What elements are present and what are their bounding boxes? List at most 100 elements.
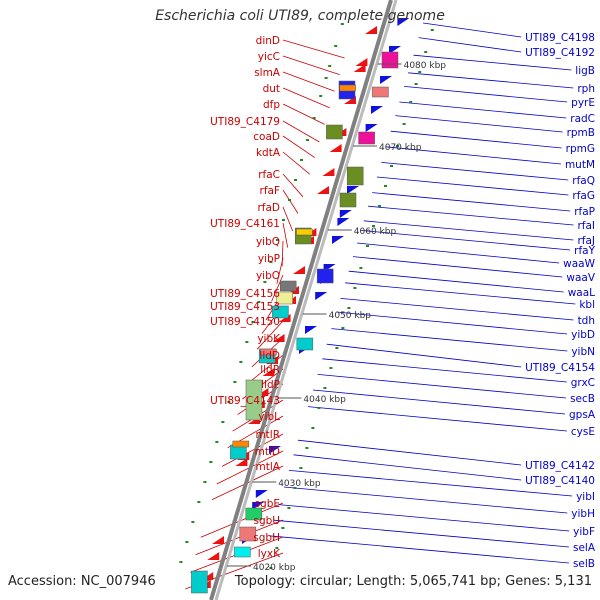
right-leader-line xyxy=(376,176,569,196)
left-leader-line xyxy=(276,257,284,284)
right-gene-label: UTI89_C4140 xyxy=(525,475,595,487)
map-title: Escherichia coli UTI89, complete genome xyxy=(155,8,445,24)
left-gene-label: yicC xyxy=(258,51,280,63)
topology-label: Topology: circular; Length: 5,065,741 bp… xyxy=(234,574,592,589)
right-leader-line xyxy=(273,519,570,548)
accession-label: Accession: NC_007946 xyxy=(8,574,156,589)
forward-gene-arrow xyxy=(329,144,342,152)
gene-feature-box xyxy=(260,348,277,356)
left-gene-label: lldR xyxy=(260,364,280,376)
right-leader-line xyxy=(418,37,522,53)
reverse-gene-arrow xyxy=(255,490,268,498)
left-leader-line xyxy=(271,274,284,302)
right-gene-label: mutM xyxy=(565,159,595,171)
right-leader-line xyxy=(395,115,563,133)
left-gene-label: UTI89_C4150 xyxy=(210,316,280,328)
forward-gene-arrow xyxy=(317,186,329,194)
left-gene-label: yibQ xyxy=(256,236,280,248)
left-gene-label: dut xyxy=(263,83,280,95)
left-gene-label: yibK xyxy=(257,333,281,345)
right-gene-label: UTI89_C4154 xyxy=(525,362,595,374)
right-gene-label: rfaP xyxy=(574,206,595,218)
right-gene-label: yibI xyxy=(576,491,595,503)
forward-gene-arrow xyxy=(207,552,220,560)
right-gene-label: radC xyxy=(570,113,595,125)
forward-gene-arrow xyxy=(212,536,224,544)
gene-feature-box xyxy=(381,51,399,69)
right-leader-line xyxy=(269,535,569,564)
right-gene-label: yibD xyxy=(571,329,595,341)
left-gene-label: lldP xyxy=(261,379,280,391)
reverse-gene-arrow xyxy=(397,18,410,26)
left-leader-line xyxy=(282,87,330,109)
right-gene-label: rpmB xyxy=(567,127,595,139)
gene-feature-box xyxy=(296,337,314,351)
right-leader-line xyxy=(345,282,576,305)
right-leader-line xyxy=(326,343,522,368)
reverse-gene-arrow xyxy=(337,218,350,226)
left-gene-label: UTI89_C4143 xyxy=(210,395,280,407)
right-leader-line xyxy=(317,374,567,399)
right-leader-line xyxy=(423,22,522,38)
left-leader-line xyxy=(282,222,289,248)
right-leader-line xyxy=(331,328,568,352)
right-gene-label: rpmG xyxy=(566,143,595,155)
left-gene-label: sgbH xyxy=(253,532,280,544)
right-gene-label: waaL xyxy=(568,287,595,299)
forward-gene-arrow xyxy=(262,368,275,376)
left-gene-label: coaD xyxy=(253,131,280,143)
right-leader-line xyxy=(399,101,567,119)
left-gene-label: UTI89_C4179 xyxy=(210,116,280,128)
left-gene-label: rfaD xyxy=(257,202,280,214)
right-gene-label: ligB xyxy=(575,65,595,77)
right-gene-label: rfaI xyxy=(577,220,595,232)
left-leader-line xyxy=(195,519,284,556)
gene-feature-box xyxy=(358,131,375,145)
right-leader-line xyxy=(390,130,562,149)
reverse-gene-arrow xyxy=(315,292,328,300)
forward-gene-arrow xyxy=(322,168,335,176)
genome-backbone xyxy=(209,0,398,600)
left-gene-label: lyxK xyxy=(258,548,281,560)
gene-feature-box xyxy=(234,546,251,558)
right-leader-line xyxy=(312,389,566,415)
right-gene-label: kbl xyxy=(579,299,595,311)
right-leader-line xyxy=(297,439,522,466)
left-leader-line xyxy=(200,502,284,538)
right-gene-label: rfaQ xyxy=(572,175,595,187)
right-gene-label: selB xyxy=(573,558,595,570)
right-leader-line xyxy=(368,205,574,226)
reverse-gene-arrow xyxy=(371,106,383,114)
scale-label: 4040 kbp xyxy=(303,395,346,405)
gene-feature-box xyxy=(272,305,289,319)
forward-gene-arrow xyxy=(272,334,285,342)
reverse-gene-arrow xyxy=(332,236,344,244)
right-leader-line xyxy=(363,220,574,241)
scale-label: 4020 kbp xyxy=(253,563,296,573)
left-gene-label: dfp xyxy=(263,99,280,111)
right-gene-label: rfaY xyxy=(574,245,595,257)
left-gene-label: sgbU xyxy=(254,515,281,527)
right-gene-label: rph xyxy=(577,83,595,95)
right-leader-line xyxy=(278,504,570,532)
right-leader-line xyxy=(352,256,563,278)
backbone-line xyxy=(209,0,393,600)
left-leader-line xyxy=(282,151,310,175)
left-leader-line xyxy=(282,173,304,198)
gene-feature-box xyxy=(346,166,364,186)
left-gene-label: mtlR xyxy=(255,429,280,441)
forward-gene-arrow xyxy=(293,266,305,274)
left-gene-label: UTI89_C4153 xyxy=(210,301,280,313)
right-gene-label: selA xyxy=(573,542,596,554)
right-leader-line xyxy=(288,470,573,497)
gene-feature-box xyxy=(296,228,313,236)
left-gene-label: rfaC xyxy=(258,169,280,181)
left-leader-line xyxy=(282,120,320,143)
gene-feature-box xyxy=(245,507,263,521)
right-gene-label: yibN xyxy=(571,346,595,358)
left-gene-label: UTI89_C4156 xyxy=(210,288,280,300)
gene-feature-box xyxy=(239,526,257,542)
right-leader-line xyxy=(372,192,571,212)
gene-feature-box xyxy=(191,570,208,594)
